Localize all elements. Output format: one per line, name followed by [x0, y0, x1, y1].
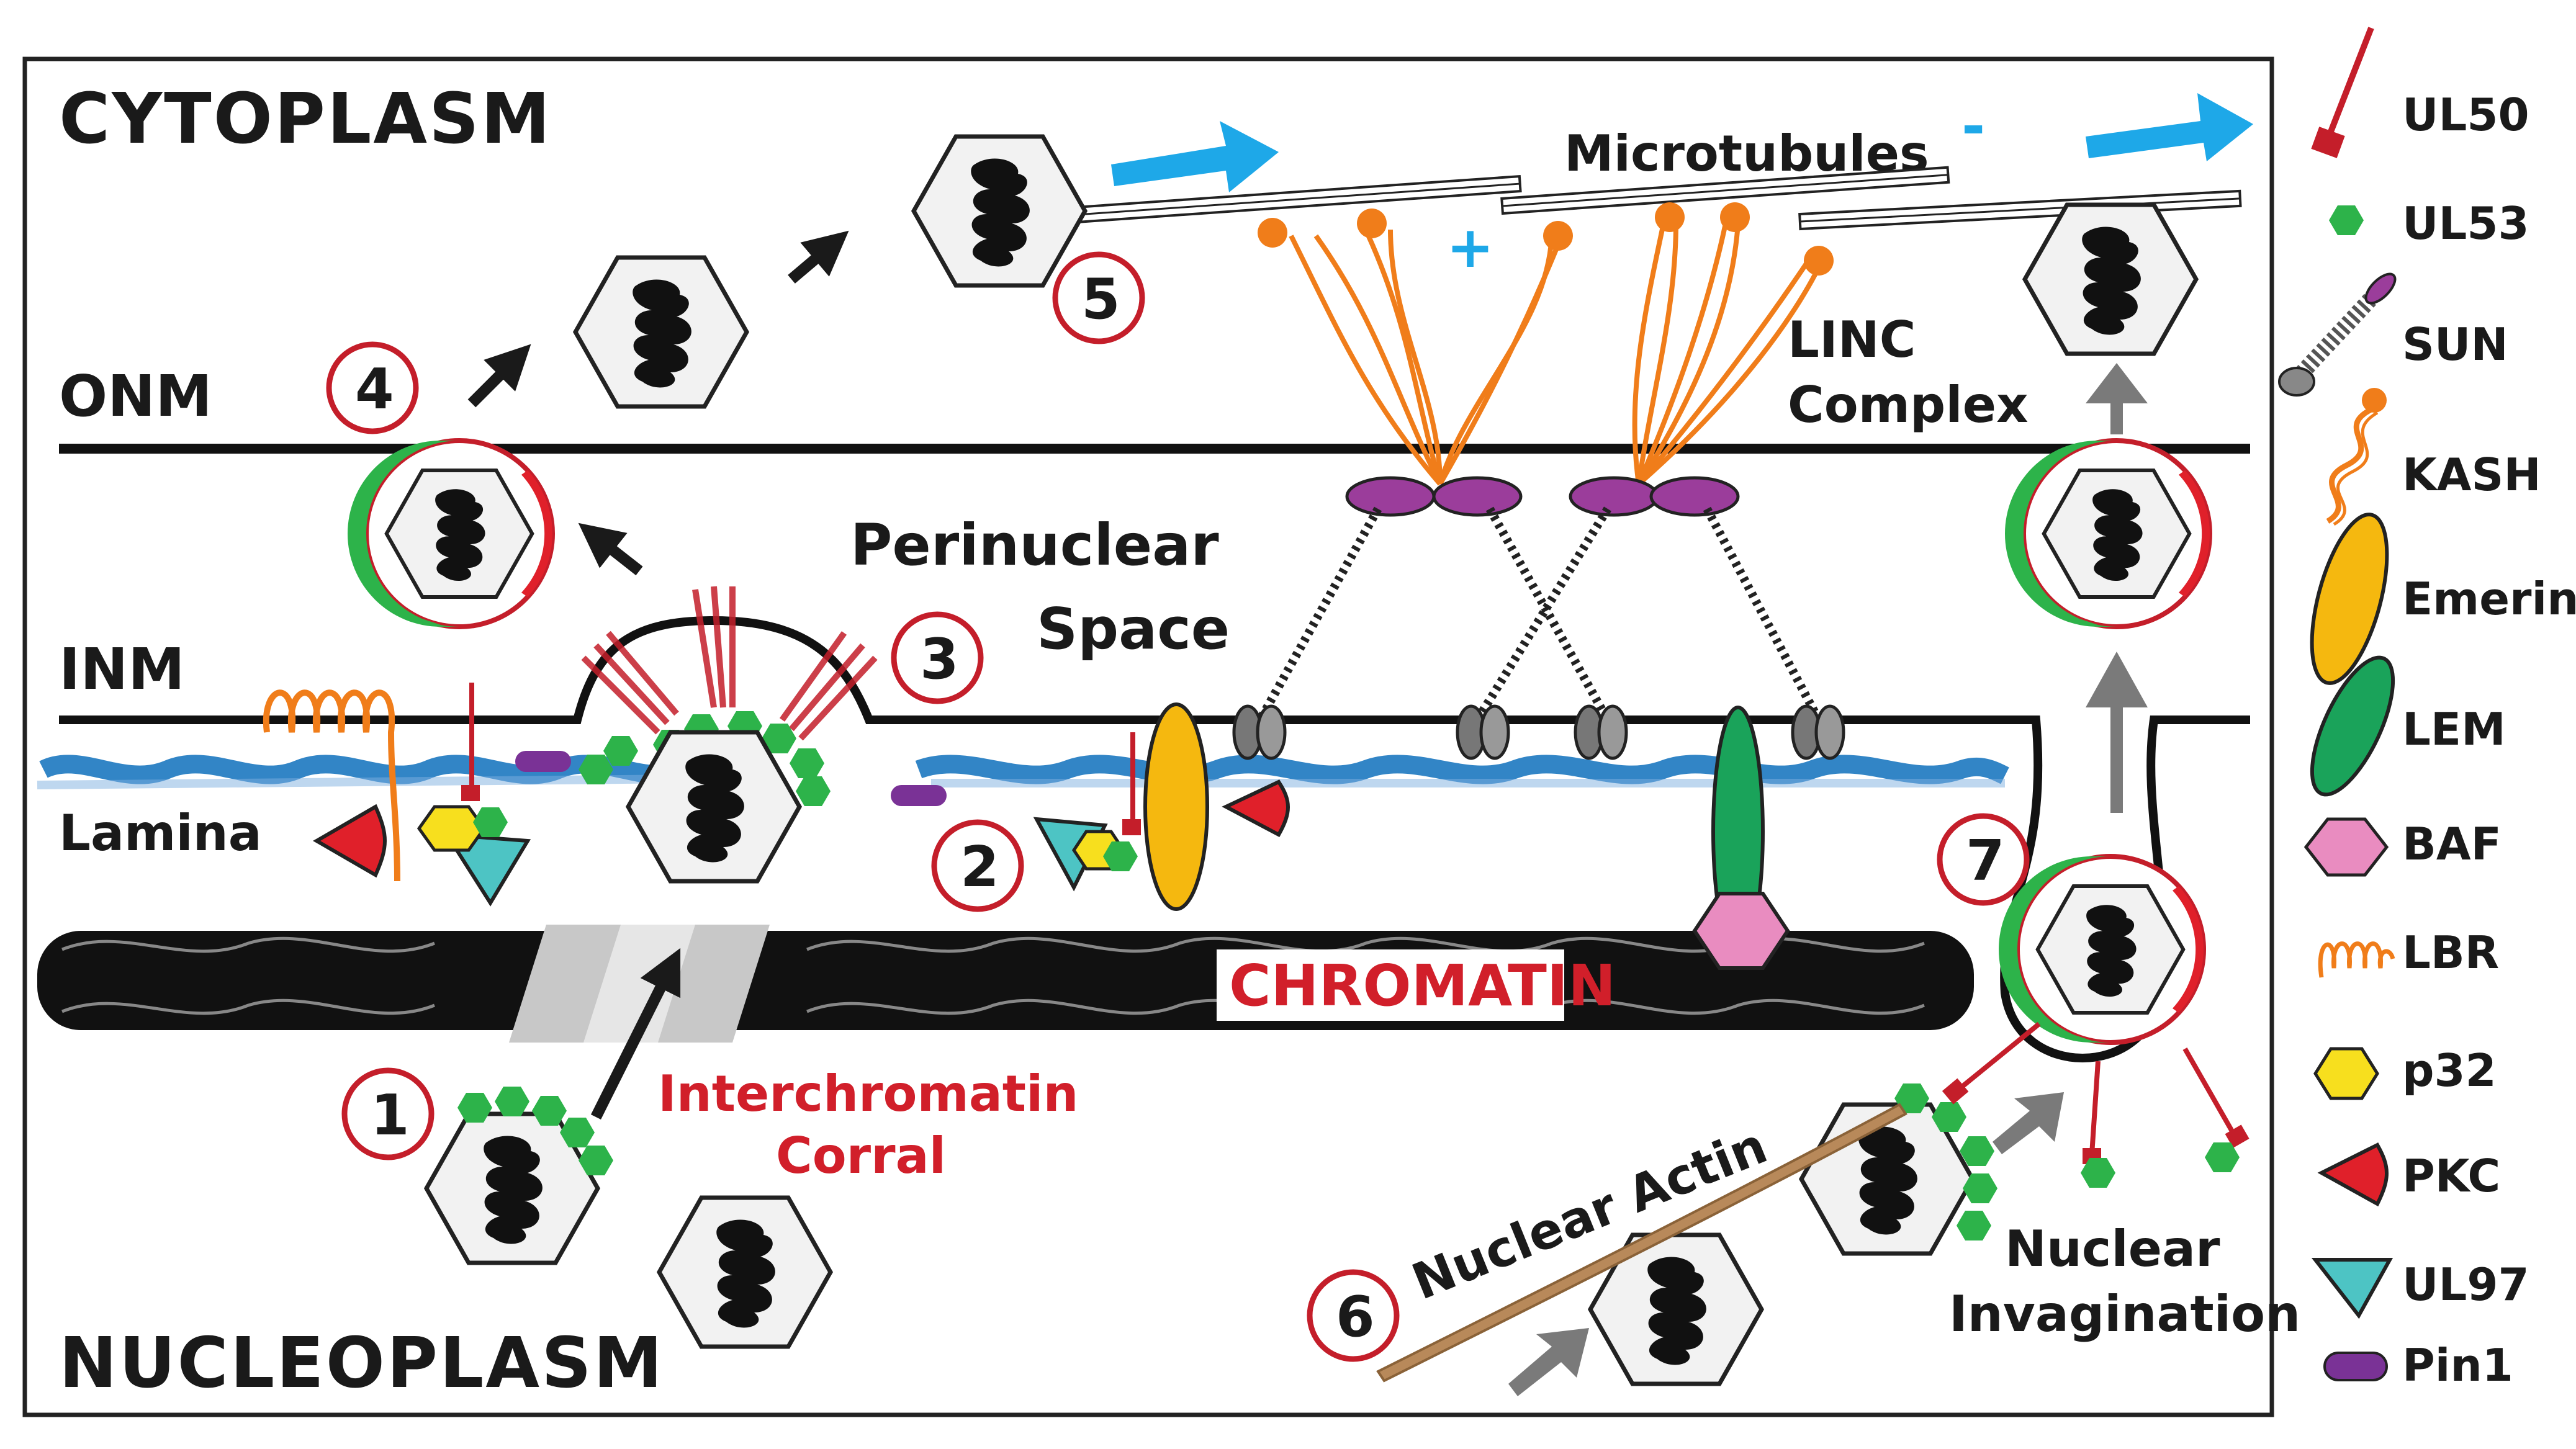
interchromatin-corral-label-2: Corral — [776, 1127, 946, 1185]
lbr-protein — [263, 689, 400, 882]
enveloped-virion-step4 — [348, 441, 552, 627]
sun-icon — [2278, 272, 2397, 397]
ul97-icon — [2311, 1258, 2394, 1319]
step-5-label: 5 — [1081, 267, 1120, 332]
diagram-frame — [22, 56, 2274, 1417]
capsid-step3 — [628, 732, 799, 881]
black-arrows — [467, 230, 849, 1120]
legend-kash: KASH — [2402, 449, 2541, 501]
plus-end-label: + — [1446, 214, 1494, 280]
legend-baf: BAF — [2402, 818, 2502, 870]
legend-ul50: UL50 — [2402, 89, 2529, 141]
legend-lem: LEM — [2402, 703, 2506, 755]
step-2-label: 2 — [960, 835, 999, 900]
nuclear-invagination-label-2: Invagination — [1949, 1285, 2300, 1343]
pkc-protein-1 — [313, 804, 387, 878]
lem-icon — [2310, 655, 2395, 797]
capsid-cytoplasm-right — [2025, 205, 2196, 354]
legend-pkc: PKC — [2402, 1150, 2500, 1202]
ul50-ul53-invagination — [1942, 1021, 2249, 1188]
p32-protein-1 — [417, 805, 487, 852]
legend-ul97: UL97 — [2402, 1258, 2529, 1311]
pkc-protein-2 — [1222, 779, 1290, 838]
capsid-cytoplasm-2 — [914, 137, 1085, 285]
nuclear-actin-filament — [1376, 1103, 1907, 1383]
ul50-icon — [2311, 27, 2374, 158]
step-markers: 1 2 3 4 5 6 7 — [326, 251, 2030, 1362]
p32-icon — [2313, 1047, 2379, 1100]
step-3-label: 3 — [920, 627, 959, 692]
enveloped-virion-invagination — [1999, 856, 2204, 1043]
linc-complex-label-1: LINC — [1788, 311, 1916, 369]
perinuclear-space-label-2: Space — [1037, 596, 1230, 662]
interchromatin-corral-label-1: Interchromatin — [658, 1065, 1078, 1123]
step-4-label: 4 — [355, 357, 394, 422]
kash-icon — [2326, 388, 2387, 526]
baf-icon — [2304, 817, 2389, 877]
step-7-label: 7 — [1966, 828, 2005, 894]
lbr-icon — [2318, 941, 2395, 978]
onm-label: ONM — [59, 363, 212, 429]
capsid-cytoplasm-1 — [575, 258, 747, 406]
kash-strands — [1289, 223, 1827, 487]
chromatin-label-bg — [1217, 949, 1564, 1021]
nuclear-invagination-label-1: Nuclear — [2005, 1220, 2220, 1278]
chromatin-label: CHROMATIN — [1229, 953, 1616, 1019]
lamina-label: Lamina — [59, 804, 262, 862]
emerin-protein — [1143, 702, 1209, 911]
cytoplasm-label: CYTOPLASM — [59, 79, 552, 159]
chromatin-band — [37, 925, 1974, 1043]
perinuclear-space-label-1: Perinuclear — [850, 512, 1219, 578]
kash-heads — [1258, 202, 1834, 276]
legend-lbr: LBR — [2402, 926, 2499, 979]
linc-complex-label-2: Complex — [1788, 376, 2029, 434]
nuclear-lamina — [37, 755, 2009, 789]
legend-pin1: Pin1 — [2402, 1339, 2513, 1391]
pin1-protein-1 — [515, 751, 571, 772]
pkc-icon — [2317, 1142, 2389, 1207]
legend-p32: p32 — [2402, 1044, 2497, 1097]
step-1-label: 1 — [371, 1083, 410, 1148]
transport-arrow-right — [2086, 93, 2253, 161]
ul53-icon — [2329, 205, 2364, 235]
pin1-protein-2 — [891, 785, 947, 806]
minus-end-label: - — [1961, 93, 1985, 159]
legend-ul53: UL53 — [2402, 197, 2529, 249]
step-6-label: 6 — [1336, 1285, 1375, 1350]
emerin-icon — [2310, 513, 2389, 685]
enveloped-virion-right — [2005, 441, 2210, 627]
nucleoplasm-label: NUCLEOPLASM — [59, 1323, 664, 1404]
pin1-icon — [2323, 1352, 2388, 1381]
sun-proteins — [1234, 476, 1844, 758]
capsid-step1 — [426, 1087, 613, 1263]
grey-arrows — [1508, 363, 2148, 1396]
baf-protein — [1692, 892, 1790, 970]
microtubules — [1066, 166, 2242, 231]
legend-emerin: Emerin — [2402, 573, 2576, 625]
transport-arrow-left — [1111, 121, 1279, 192]
capsid-nucleoplasm — [659, 1198, 831, 1347]
inm-label: INM — [59, 636, 185, 702]
legend: UL50 UL53 SUN KASH Emerin LEM BAF LBR p3… — [2278, 27, 2576, 1391]
nec-budding-complex — [579, 586, 878, 806]
legend-sun: SUN — [2402, 318, 2508, 370]
